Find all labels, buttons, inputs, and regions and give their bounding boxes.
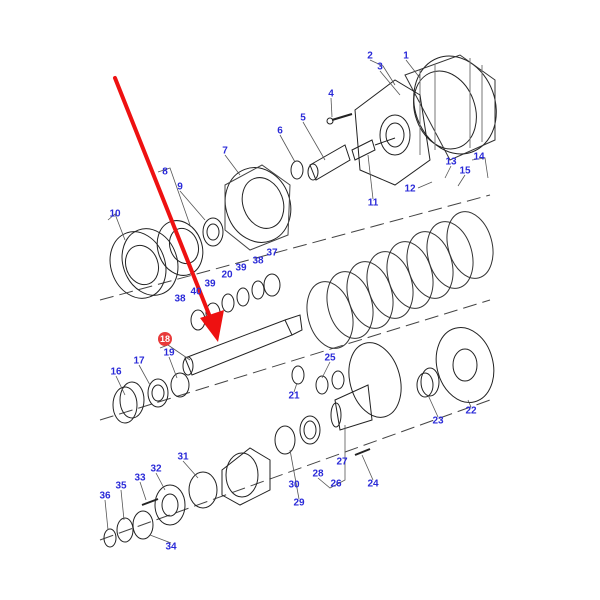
callout-part-1: 1 [403, 50, 409, 62]
callout-part-31: 31 [177, 451, 189, 463]
callout-part-15: 15 [459, 165, 471, 177]
callout-part-4: 4 [328, 88, 334, 100]
callout-part-5: 5 [300, 112, 306, 124]
callout-part-7: 7 [222, 145, 228, 157]
callout-part-2: 2 [367, 50, 373, 62]
cover-plate-2-3 [354, 79, 431, 186]
callout-part-27: 27 [336, 456, 348, 468]
callout-part-16: 16 [110, 366, 122, 378]
splined-shaft-5-11 [307, 137, 396, 181]
red-arrow [113, 76, 224, 342]
output-flange-assembly [299, 342, 402, 456]
callout-part-38b: 38 [174, 293, 186, 305]
callout-part-24: 24 [367, 478, 379, 490]
callout-part-30: 30 [288, 479, 300, 491]
main-shaft-18 [182, 314, 303, 376]
callout-part-39a: 39 [235, 262, 247, 274]
clutch-disc-pack [306, 211, 494, 349]
callout-part-36: 36 [99, 490, 111, 502]
callout-part-22: 22 [465, 405, 477, 417]
bearing-housing-29-30 [221, 425, 296, 506]
callout-part-12: 12 [404, 183, 416, 195]
callout-part-9: 9 [177, 181, 183, 193]
callout-part-34: 34 [165, 541, 177, 553]
callout-part-3: 3 [377, 61, 383, 73]
callout-part-10: 10 [109, 208, 121, 220]
callout-part-25: 25 [324, 352, 336, 364]
callout-part-17: 17 [133, 355, 145, 367]
callout-part-38a: 38 [252, 255, 264, 267]
clutch-plate-10 [109, 228, 179, 299]
callout-part-21: 21 [288, 390, 300, 402]
callout-part-6: 6 [277, 125, 283, 137]
housing-part-1 [404, 54, 497, 161]
callout-part-32: 32 [150, 463, 162, 475]
callout-part-26: 26 [330, 478, 342, 490]
callout-part-11: 11 [367, 197, 379, 209]
callout-part-35: 35 [115, 480, 127, 492]
callout-part-28: 28 [312, 468, 324, 480]
callout-part-18: 18 [158, 332, 172, 346]
callout-part-23: 23 [432, 415, 444, 427]
callout-part-37: 37 [266, 247, 278, 259]
callout-part-29: 29 [293, 497, 305, 509]
clutch-drum-7 [224, 164, 292, 251]
callout-part-14: 14 [473, 151, 485, 163]
callout-part-19: 19 [163, 347, 175, 359]
callout-part-33: 33 [134, 472, 146, 484]
callout-part-39b: 39 [204, 278, 216, 290]
callout-part-8: 8 [162, 166, 168, 178]
callout-part-13: 13 [445, 156, 457, 168]
callout-part-40: 40 [190, 286, 202, 298]
callout-part-20: 20 [221, 269, 233, 281]
